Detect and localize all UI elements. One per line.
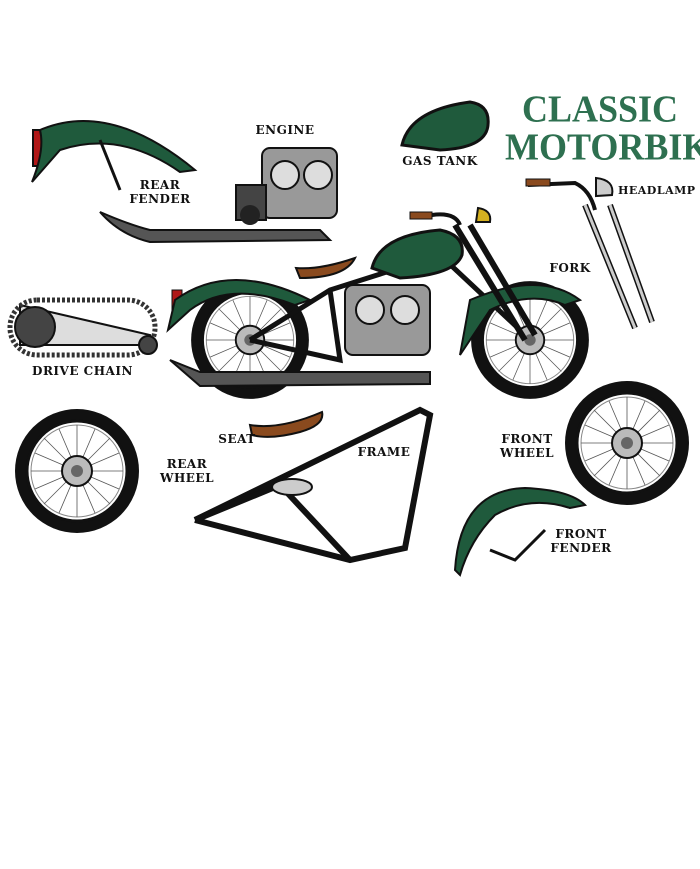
exhaust-part [99, 211, 333, 244]
page-title: CLASSIC MOTORBIKE [505, 88, 700, 168]
rear-fender-part [31, 120, 198, 191]
engine-label: ENGINE [255, 123, 315, 137]
front-fender-label-line-2: FENDER [550, 541, 612, 555]
engine-part [235, 147, 338, 225]
rear-fender-label-line-1: REAR [139, 178, 181, 192]
rear-wheel-part [13, 407, 141, 535]
headlamp-fork-part [525, 176, 655, 330]
frame-label: FRAME [357, 445, 411, 459]
rear-wheel-label-line-2: WHEEL [159, 471, 215, 485]
rear-fender-label-line-2: FENDER [129, 192, 191, 206]
fork-label: FORK [549, 261, 591, 275]
front-fender-part [453, 486, 588, 577]
headlamp-label: HEADLAMP [618, 184, 696, 197]
rear-wheel-label-line-1: REAR [166, 457, 208, 471]
drive-chain-part [7, 297, 158, 358]
drive-chain-label: DRIVE CHAIN [32, 364, 133, 378]
rear-wheel-label: REAR WHEEL [156, 457, 218, 485]
gas-tank-part [400, 100, 490, 152]
frame-part [193, 406, 434, 564]
title-line-1: CLASSIC [521, 88, 679, 131]
front-wheel-label: FRONT WHEEL [495, 432, 559, 460]
front-wheel-part [563, 379, 691, 507]
seat-part [248, 410, 324, 438]
front-wheel-label-line-1: FRONT [501, 432, 553, 446]
front-wheel-label-line-2: WHEEL [499, 446, 555, 460]
gas-tank-label: GAS TANK [402, 154, 478, 168]
assembled-motorbike [166, 206, 591, 401]
front-fender-label: FRONT FENDER [548, 527, 614, 555]
seat-label: SEAT [218, 432, 256, 446]
front-fender-label-line-1: FRONT [555, 527, 607, 541]
title-line-2: MOTORBIKE [505, 125, 700, 168]
rear-fender-label: REAR FENDER [128, 178, 192, 206]
